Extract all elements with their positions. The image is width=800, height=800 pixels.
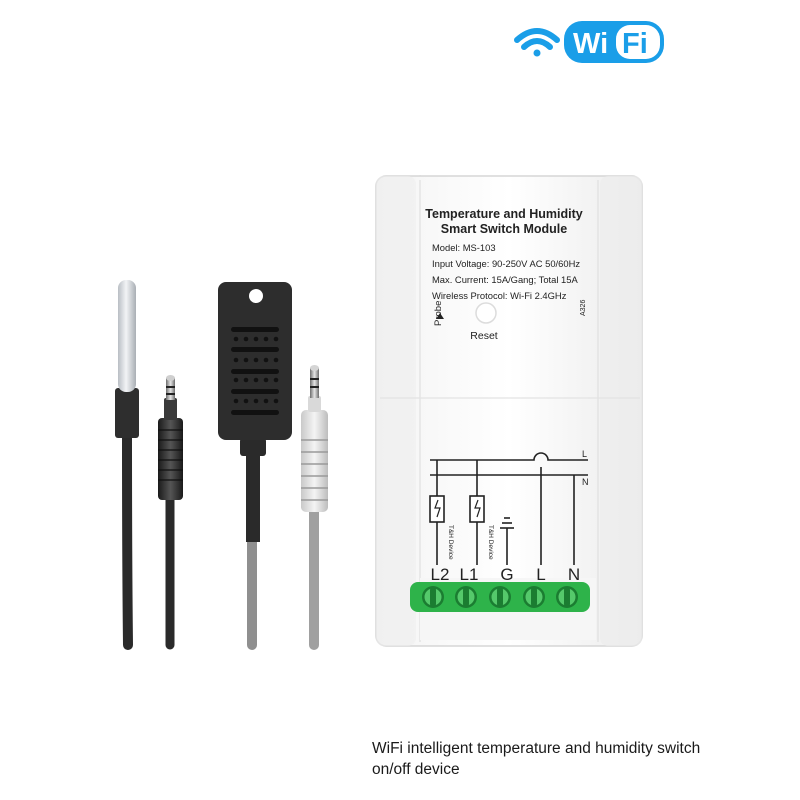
wifi-text-fi: Fi bbox=[622, 28, 648, 60]
probe-arrow-icon bbox=[436, 313, 444, 319]
hanging-hole bbox=[249, 289, 263, 303]
module-wireless-protocol: Wireless Protocol: Wi-Fi 2.4GHz bbox=[432, 290, 567, 301]
terminal-label-L2: L2 bbox=[431, 565, 450, 584]
module-title-line1: Temperature and Humidity bbox=[425, 207, 582, 221]
terminal-label-G: G bbox=[500, 565, 513, 584]
device-label-1: T&H Device bbox=[447, 525, 454, 560]
terminal-label-L1: L1 bbox=[460, 565, 479, 584]
reset-label: Reset bbox=[470, 330, 498, 342]
gray-audio-plug bbox=[301, 365, 328, 650]
steel-temperature-probe bbox=[115, 280, 139, 650]
line-label-N: N bbox=[582, 477, 589, 487]
terminal-label-N: N bbox=[568, 565, 580, 584]
module-code: A326 bbox=[580, 300, 587, 316]
wifi-badge: Wi Fi bbox=[514, 21, 664, 63]
wifi-text-wi: Wi bbox=[573, 28, 608, 60]
wiring-diagram bbox=[429, 452, 588, 565]
module-input-voltage: Input Voltage: 90-250V AC 50/60Hz bbox=[432, 258, 580, 269]
device-label-2: T&H Device bbox=[487, 525, 494, 560]
caption-line2: on/off device bbox=[372, 761, 460, 778]
probe-port-label: Probe bbox=[433, 301, 444, 326]
module-title-line2: Smart Switch Module bbox=[441, 222, 567, 236]
line-label-L: L bbox=[582, 449, 587, 459]
caption-line1: WiFi intelligent temperature and humidit… bbox=[372, 740, 701, 757]
terminal-label-L: L bbox=[536, 565, 545, 584]
black-audio-plug bbox=[158, 375, 183, 650]
wifi-signal-icon bbox=[514, 28, 560, 57]
switch-module bbox=[375, 175, 643, 647]
product-caption: WiFi intelligent temperature and humidit… bbox=[372, 738, 782, 780]
module-model: Model: MS-103 bbox=[432, 242, 496, 253]
terminal-block bbox=[410, 582, 590, 612]
module-max-current: Max. Current: 15A/Gang; Total 15A bbox=[432, 274, 578, 285]
humidity-sensor-housing bbox=[218, 282, 292, 650]
reset-button[interactable] bbox=[475, 302, 497, 324]
